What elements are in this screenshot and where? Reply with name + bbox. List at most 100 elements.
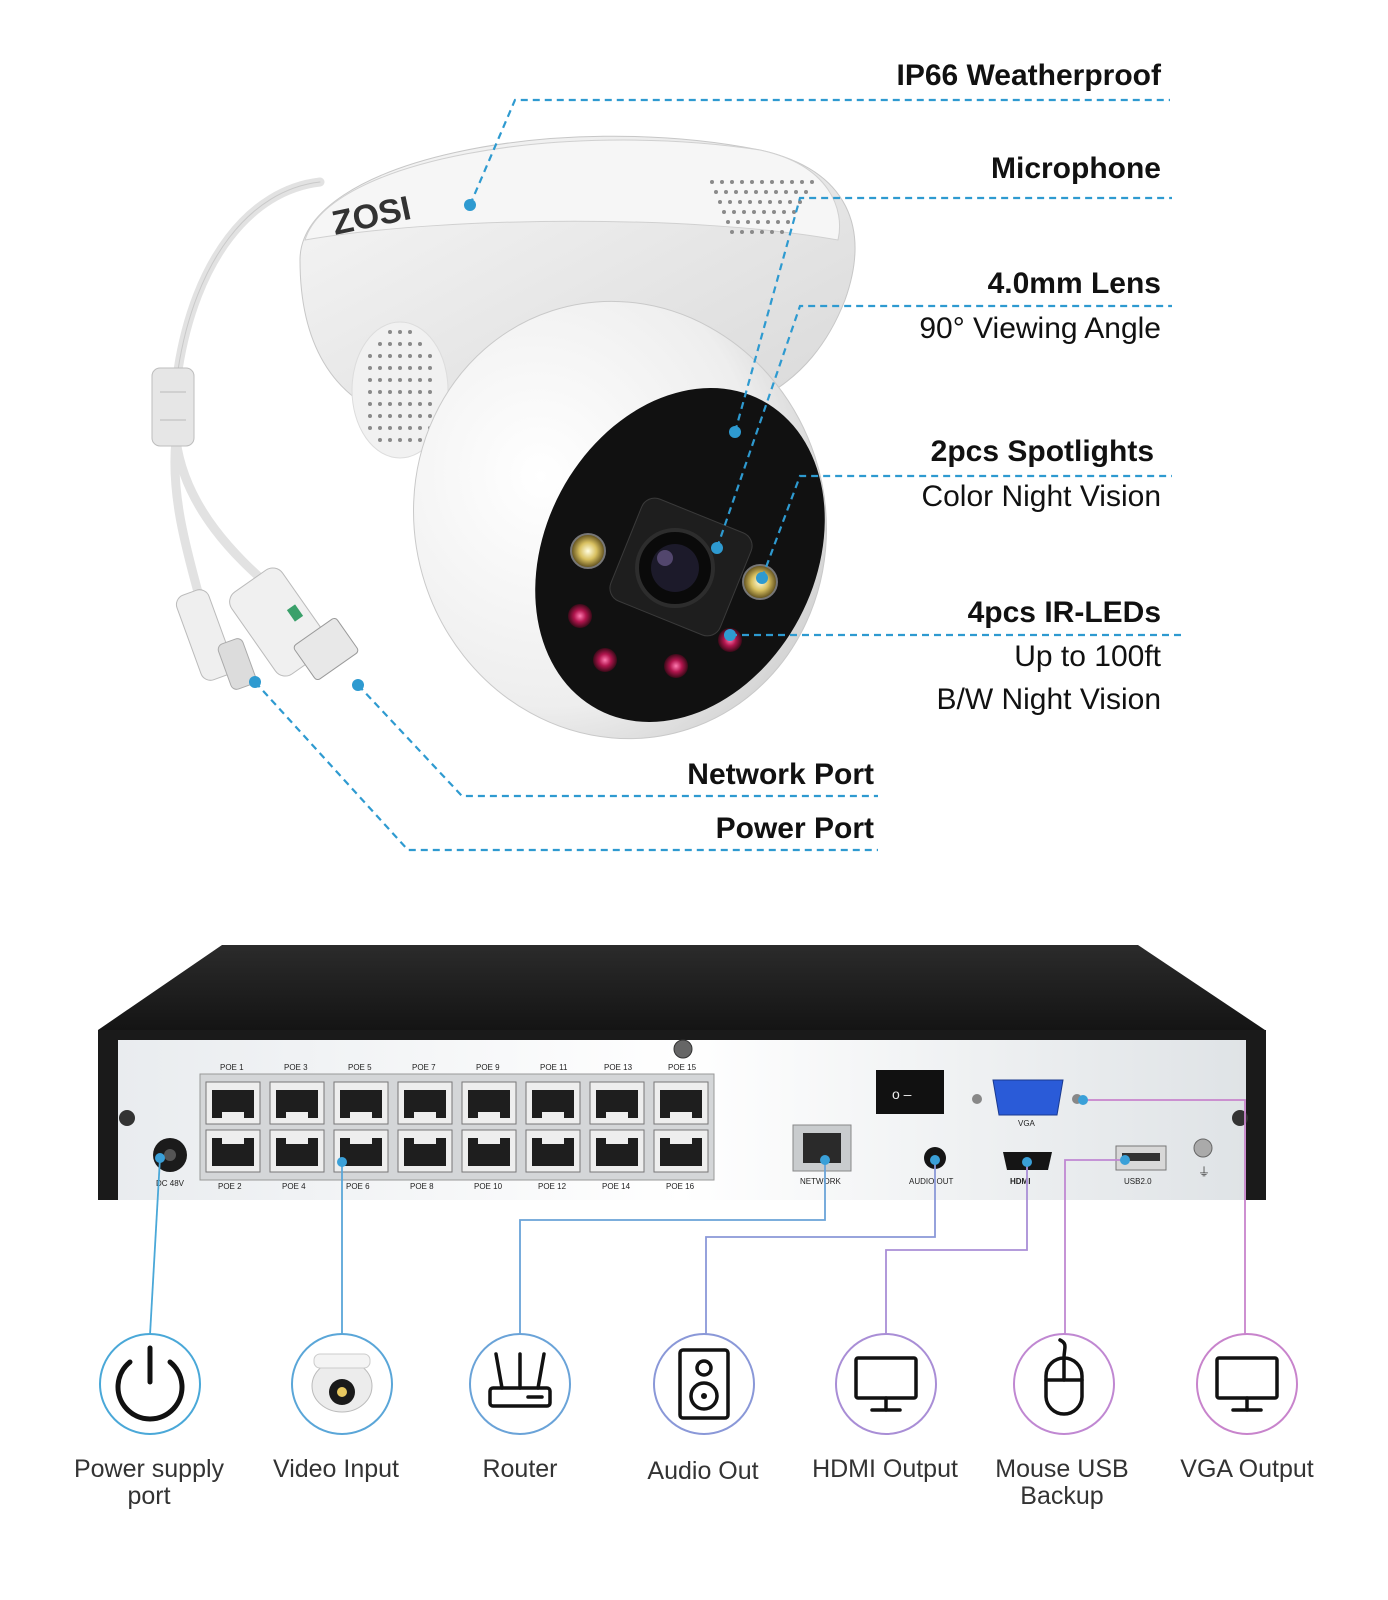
label-ir-title: 4pcs IR-LEDs [967, 596, 1161, 629]
label-spotlights-title: 2pcs Spotlights [930, 435, 1154, 468]
ir-led-2 [593, 648, 617, 672]
lens [651, 544, 699, 592]
connection-icon-row [99, 1333, 1298, 1435]
nvr-top [98, 945, 1265, 1030]
poe-port [269, 1081, 325, 1125]
power-icon [99, 1333, 201, 1435]
connection-line-hdmi [885, 1162, 1028, 1335]
caption-audio-out: Audio Out [647, 1457, 759, 1485]
mouse-icon [1013, 1333, 1115, 1435]
connection-dot-vga [1078, 1095, 1088, 1105]
label-power-port: Power Port [715, 812, 874, 845]
cable-splitter [151, 367, 195, 447]
connection-line-usb [1064, 1159, 1125, 1335]
ir-led-3 [664, 654, 688, 678]
poe-label-top: POE 7 [412, 1063, 436, 1072]
label-ir-sub-2: B/W Night Vision [936, 683, 1161, 716]
poe-label-bottom: POE 4 [282, 1182, 306, 1191]
usb-label: USB2.0 [1124, 1177, 1152, 1186]
connection-line-router [519, 1160, 826, 1335]
connection-dot-power [155, 1153, 165, 1163]
ground-screw [1193, 1138, 1213, 1158]
speaker-icon [653, 1333, 755, 1435]
camera-illustration: ZOSI [151, 135, 856, 740]
ir-led-1 [568, 604, 592, 628]
poe-label-bottom: POE 14 [602, 1182, 631, 1191]
poe-port [589, 1129, 645, 1173]
connection-dot-usb [1120, 1155, 1130, 1165]
camera-icon [291, 1333, 393, 1435]
camera-callout-lines [254, 98, 1182, 852]
label-ir-sub-1: Up to 100ft [1014, 640, 1161, 673]
poe-port [205, 1081, 261, 1125]
audio-label: AUDIO OUT [909, 1177, 954, 1186]
poe-port [461, 1129, 517, 1173]
power-plug [175, 589, 257, 690]
poe-port [525, 1081, 581, 1125]
connection-line-audio [705, 1160, 936, 1335]
poe-port [525, 1129, 581, 1173]
connection-dot-hdmi [1022, 1157, 1032, 1167]
power-switch [876, 1070, 944, 1114]
poe-label-bottom: POE 2 [218, 1182, 242, 1191]
poe-port [397, 1129, 453, 1173]
poe-label-top: POE 1 [220, 1063, 244, 1072]
poe-label-top: POE 9 [476, 1063, 500, 1072]
poe-port [205, 1129, 261, 1173]
label-lens-sub-1: 90° Viewing Angle [919, 312, 1161, 345]
poe-port-array [205, 1081, 709, 1173]
poe-port [653, 1081, 709, 1125]
label-lens-title: 4.0mm Lens [987, 267, 1161, 300]
svg-text:⏚: ⏚ [1198, 1165, 1210, 1179]
network-plug [229, 567, 359, 681]
connection-dot-audio [930, 1155, 940, 1165]
caption-vga-output: VGA Output [1180, 1455, 1314, 1483]
microphone-grille [710, 180, 814, 234]
hdmi-label: HDMI [1010, 1177, 1030, 1186]
poe-label-bottom: POE 10 [474, 1182, 503, 1191]
connection-line-vga [1083, 1099, 1246, 1335]
camera-callout-dots [249, 199, 768, 691]
caption-router: Router [482, 1455, 558, 1483]
poe-label-bottom: POE 6 [346, 1182, 370, 1191]
poe-port [589, 1081, 645, 1125]
router-icon [469, 1333, 571, 1435]
label-spotlights-sub-1: Color Night Vision [921, 480, 1161, 513]
monitor-icon [835, 1333, 937, 1435]
connection-dot-router [820, 1155, 830, 1165]
connection-line-power [149, 1157, 161, 1336]
connection-dot-video [337, 1157, 347, 1167]
poe-label-top: POE 11 [540, 1063, 568, 1072]
network-label: NETWORK [800, 1177, 842, 1186]
dc-label: DC 48V [156, 1179, 185, 1188]
poe-label-bottom: POE 16 [666, 1182, 695, 1191]
poe-port [397, 1081, 453, 1125]
label-microphone-title: Microphone [991, 152, 1161, 185]
poe-port [653, 1129, 709, 1173]
poe-port-labels: POE 1 POE 2 POE 3 POE 4 POE 5 POE 6 POE 7 POE 8… [218, 1063, 697, 1191]
vga-label: VGA [1018, 1119, 1036, 1128]
monitor-icon [1196, 1333, 1298, 1435]
vga-port [992, 1079, 1064, 1116]
spotlight-left [570, 533, 606, 569]
poe-label-bottom: POE 12 [538, 1182, 567, 1191]
poe-port [333, 1081, 389, 1125]
poe-label-top: POE 3 [284, 1063, 308, 1072]
poe-label-bottom: POE 8 [410, 1182, 434, 1191]
poe-label-top: POE 5 [348, 1063, 372, 1072]
camera-cables [170, 177, 325, 605]
poe-label-top: POE 13 [604, 1063, 633, 1072]
caption-hdmi-output: HDMI Output [812, 1455, 958, 1483]
poe-label-top: POE 15 [668, 1063, 697, 1072]
poe-port [269, 1129, 325, 1173]
label-network-port: Network Port [687, 758, 874, 791]
poe-port [461, 1081, 517, 1125]
nvr-connection-lines [149, 1095, 1246, 1336]
label-ip66-title: IP66 Weatherproof [896, 59, 1161, 92]
speaker-grille [368, 330, 432, 442]
caption-video-input: Video Input [272, 1455, 400, 1483]
